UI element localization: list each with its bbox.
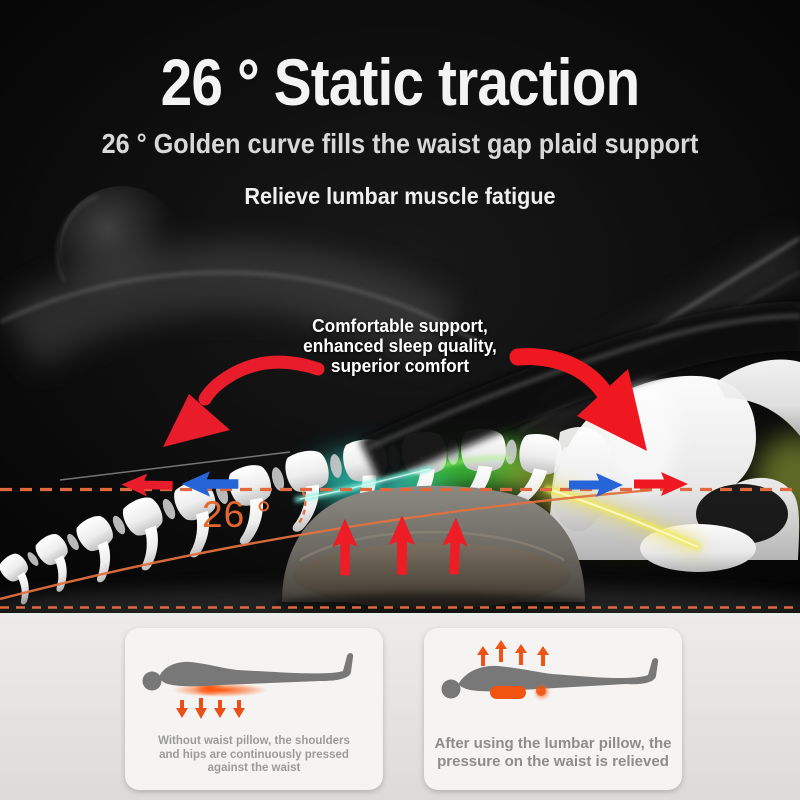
relief-up-arrow-icon	[477, 646, 489, 666]
pressure-down-arrow-icon	[176, 700, 188, 718]
comfort-callout: Comfortable support, enhanced sleep qual…	[16, 316, 784, 376]
lying-body-silhouette	[441, 658, 659, 699]
pressure-down-arrows	[176, 698, 245, 719]
traction-arrows	[121, 348, 688, 576]
relief-up-arrow-icon	[537, 646, 549, 666]
lumbar-pillow-icon	[490, 686, 526, 699]
card-text-line: pressure on the waist is relieved	[437, 753, 669, 770]
pressure-down-arrow-icon	[233, 700, 245, 718]
card-text-line: against the waist	[207, 762, 301, 774]
angle-label: 26 °	[202, 494, 273, 535]
card-with-pillow: After using the lumbar pillow, the press…	[424, 628, 682, 790]
lying-body-silhouette	[142, 653, 354, 691]
relief-up-arrows	[477, 640, 549, 666]
callout-line: Comfortable support,	[312, 316, 488, 336]
curve-baseline	[0, 488, 653, 601]
hip-glow-core	[536, 686, 546, 696]
waist-contour-shadow	[359, 301, 800, 485]
lumbar-pillow	[272, 485, 592, 613]
relief-up-arrow-icon	[515, 644, 527, 665]
page-subtitle: 26 ° Golden curve fills the waist gap pl…	[101, 128, 699, 159]
tagline: Relieve lumbar muscle fatigue	[244, 183, 556, 209]
spine-light-streaks	[294, 456, 704, 556]
pressure-down-arrow-icon	[214, 700, 226, 718]
page-title: 26 ° Static traction	[160, 45, 641, 119]
card-without-pillow-text: Without waist pillow, the shoulders and …	[125, 735, 383, 776]
card-with-pillow-text: After using the lumbar pillow, the press…	[424, 735, 682, 771]
card-text-line: Without waist pillow, the shoulders	[158, 735, 350, 747]
card-without-pillow: Without waist pillow, the shoulders and …	[125, 628, 383, 790]
angle-arc	[297, 491, 307, 524]
card-text-line: and hips are continuously pressed	[159, 748, 349, 761]
callout-line: superior comfort	[330, 356, 470, 376]
card-text-line: After using the lumbar pillow, the	[434, 735, 672, 752]
figure-without-pillow	[142, 653, 354, 719]
relief-up-arrow-icon	[495, 640, 507, 662]
red-curved-arrow-right-icon	[509, 348, 647, 451]
scene-illustration	[0, 0, 800, 613]
red-curved-arrow-left-icon	[163, 355, 325, 447]
figure-with-pillow	[441, 640, 659, 701]
callout-line: enhanced sleep quality,	[303, 336, 497, 356]
pressure-down-arrow-icon	[195, 698, 207, 719]
comparison-section: Without waist pillow, the shoulders and …	[0, 613, 800, 800]
